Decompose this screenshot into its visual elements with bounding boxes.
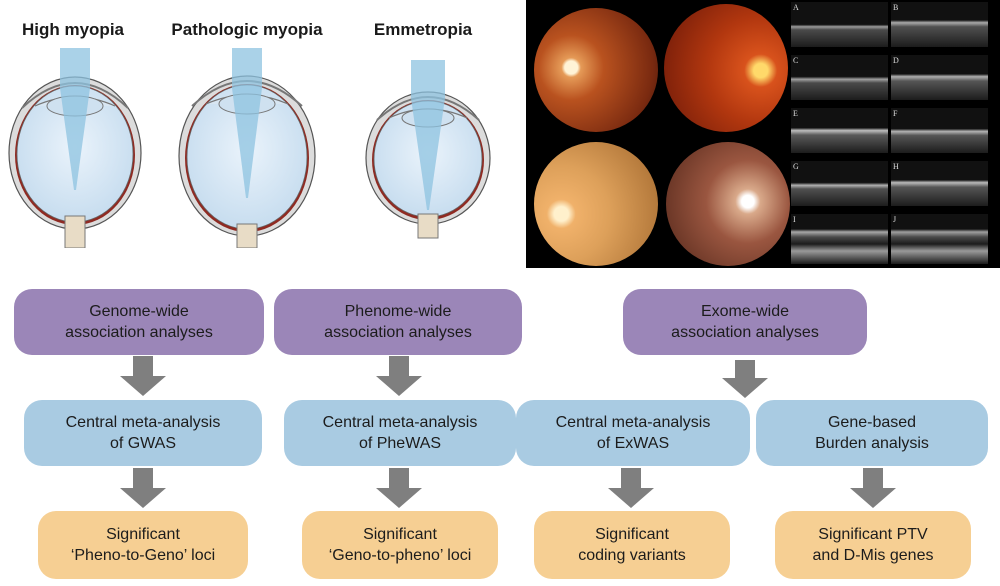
fundus-photo-3 (534, 142, 658, 266)
down-arrow-icon (850, 468, 896, 508)
oct-label: J (893, 215, 897, 224)
oct-scan-j: J (891, 214, 988, 264)
down-arrow-icon (120, 468, 166, 508)
oct-scan-h: H (891, 161, 988, 206)
eye-title-emmetropia: Emmetropia (373, 20, 473, 39)
oct-label: I (793, 215, 796, 224)
eye-title-pathologic-myopia: Pathologic myopia (171, 20, 323, 39)
eye-title-high-myopia: High myopia (21, 20, 124, 39)
burden-analysis-box: Gene-based Burden analysis (756, 400, 988, 466)
fundus-oct-image-panel: A B C D E F G H I J (526, 0, 1000, 268)
oct-scan-d: D (891, 55, 988, 100)
oct-scan-f: F (891, 108, 988, 153)
oct-label: G (793, 162, 799, 171)
down-arrow-icon (722, 360, 768, 398)
exwas-meta-analysis-box: Central meta-analysis of ExWAS (516, 400, 750, 466)
phewas-result-box: Significant ‘Geno-to-pheno’ loci (302, 511, 498, 579)
down-arrow-icon (376, 356, 422, 396)
fundus-photo-2 (664, 4, 788, 132)
phewas-meta-analysis-box: Central meta-analysis of PheWAS (284, 400, 516, 466)
eye-diagram-high-myopia (8, 48, 142, 248)
oct-label: F (893, 109, 898, 118)
fundus-photo-4 (666, 142, 790, 266)
exwas-analysis-box: Exome-wide association analyses (623, 289, 867, 355)
oct-scan-i: I (791, 214, 888, 264)
fundus-photo-1 (534, 8, 658, 132)
oct-label: E (793, 109, 798, 118)
eye-diagram-pathologic-myopia (178, 48, 316, 248)
down-arrow-icon (120, 356, 166, 396)
gwas-result-box: Significant ‘Pheno-to-Geno’ loci (38, 511, 248, 579)
gwas-meta-analysis-box: Central meta-analysis of GWAS (24, 400, 262, 466)
genes-result-box: Significant PTV and D-Mis genes (775, 511, 971, 579)
down-arrow-icon (376, 468, 422, 508)
oct-label: H (893, 162, 899, 171)
oct-scan-b: B (891, 2, 988, 47)
oct-label: C (793, 56, 799, 65)
down-arrow-icon (608, 468, 654, 508)
oct-label: B (893, 3, 899, 12)
oct-scan-g: G (791, 161, 888, 206)
oct-scan-a: A (791, 2, 888, 47)
eye-diagram-emmetropia (365, 60, 491, 239)
oct-scan-c: C (791, 55, 888, 100)
coding-variants-result-box: Significant coding variants (534, 511, 730, 579)
gwas-analysis-box: Genome-wide association analyses (14, 289, 264, 355)
phewas-analysis-box: Phenome-wide association analyses (274, 289, 522, 355)
oct-label: A (793, 3, 799, 12)
oct-label: D (893, 56, 899, 65)
oct-scan-e: E (791, 108, 888, 153)
oct-scan-grid: A B C D E F G H I J (791, 2, 998, 266)
